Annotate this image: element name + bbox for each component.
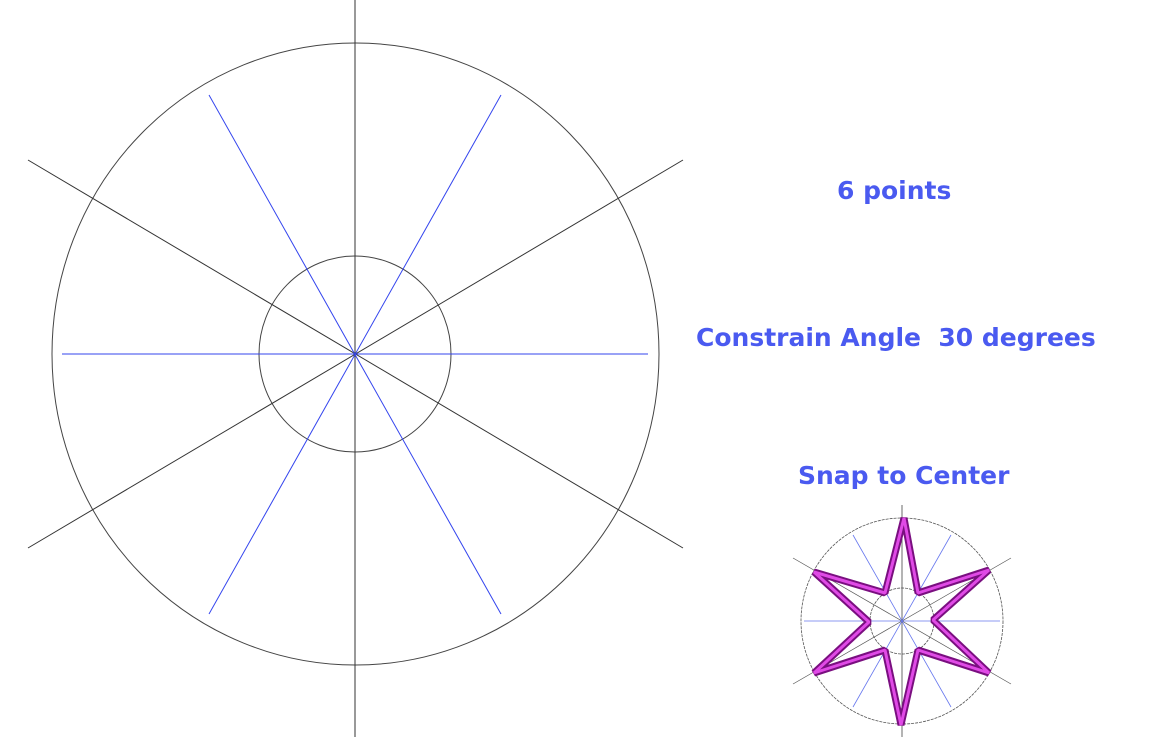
star-shape-highlight xyxy=(812,517,991,726)
star-preview xyxy=(792,505,1012,737)
preview-blue-line xyxy=(852,534,952,708)
points-label: 6 points xyxy=(837,176,952,205)
main-construction xyxy=(27,0,684,737)
preview-outer-circle xyxy=(800,517,1004,725)
snap-to-center-label: Snap to Center xyxy=(798,461,1010,490)
constrain-angle-label: Constrain Angle 30 degrees xyxy=(696,323,1096,352)
blue-diagonal-line xyxy=(208,94,502,615)
